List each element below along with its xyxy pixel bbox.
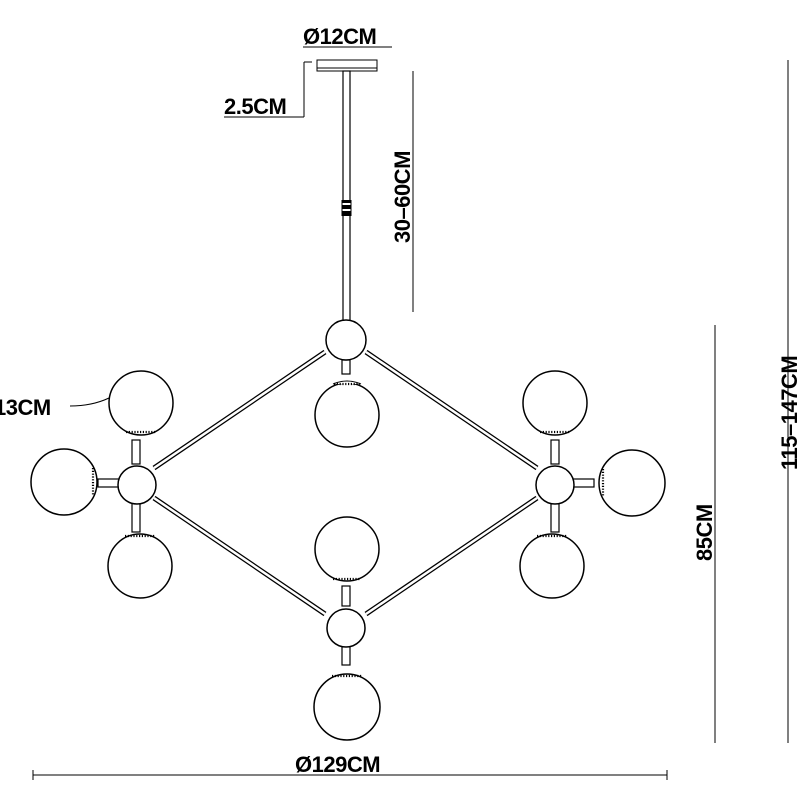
globes [30,370,666,741]
canopy [316,59,378,72]
suspension-rod [341,70,352,322]
hub-left [117,465,157,505]
fixture-diameter-label: Ø129CM [295,752,380,777]
globe-bottom-up [314,516,380,582]
dimension-labels: Ø12CM 2.5CM 30–60CM 13CM 85CM 115–147CM … [0,24,800,777]
hub-right [535,465,575,505]
hub-top [325,319,367,361]
total-height-label: 115–147CM [777,356,800,470]
fixture-height-label: 85CM [692,504,717,561]
globe-top-center [314,380,380,448]
dimension-lines [32,46,789,780]
globe-left-down [107,533,173,599]
globe-right-up [522,370,588,436]
hub-bottom [326,608,366,648]
globe-left-left [30,448,98,516]
hubs [117,319,575,648]
globe-left-up [108,370,174,436]
globe-bottom-down [313,673,381,741]
canopy-height-label: 2.5CM [224,94,286,119]
rod-length-label: 30–60CM [390,151,415,243]
canopy-diameter-label: Ø12CM [303,24,376,49]
globe-diameter-label: 13CM [0,395,51,420]
globe-right-right [598,449,666,517]
globe-right-down [519,533,585,599]
frame-arms [152,349,539,617]
